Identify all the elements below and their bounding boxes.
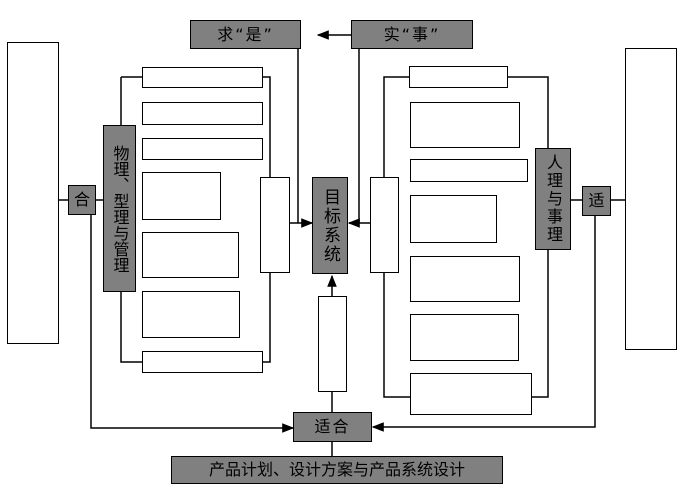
node-human: 人理与事理 bbox=[535, 148, 571, 250]
left-box-7 bbox=[142, 351, 263, 373]
node-shi-shi: 实“事” bbox=[351, 20, 473, 49]
left-box-4 bbox=[142, 172, 221, 220]
node-physics: 物理、型理与管理 bbox=[103, 125, 136, 292]
arrow-he-to-shihe bbox=[90, 215, 295, 433]
right-box-2 bbox=[410, 102, 520, 148]
right-box-1 bbox=[409, 66, 508, 88]
node-shihe: 适合 bbox=[293, 412, 372, 442]
bottom-vertical-box bbox=[318, 296, 347, 392]
node-qiu-shi: 求“是” bbox=[190, 20, 301, 49]
node-human-label: 人理与事理 bbox=[544, 154, 563, 244]
right-inner-tall-box bbox=[370, 177, 399, 273]
left-inner-tall-box bbox=[260, 177, 290, 273]
arrow-shishi-to-target bbox=[347, 48, 360, 228]
right-box-4 bbox=[410, 195, 497, 243]
left-box-1 bbox=[142, 67, 263, 88]
node-shi: 适 bbox=[582, 186, 611, 216]
node-bottom-title: 产品计划、设计方案与产品系统设计 bbox=[171, 456, 503, 484]
node-target: 目标系统 bbox=[312, 177, 348, 274]
line-right-top-bracket bbox=[508, 76, 549, 148]
right-box-6 bbox=[410, 314, 519, 361]
node-physics-label: 物理、型理与管理 bbox=[110, 144, 130, 273]
left-box-6 bbox=[142, 291, 240, 338]
left-box-3 bbox=[142, 138, 263, 160]
right-box-5 bbox=[410, 256, 520, 302]
left-outer-box bbox=[7, 42, 59, 344]
left-box-5 bbox=[142, 232, 239, 278]
node-target-label: 目标系统 bbox=[320, 187, 340, 264]
node-he: 合 bbox=[68, 185, 96, 215]
arrow-shi-to-shihe bbox=[371, 215, 596, 432]
left-box-2 bbox=[142, 102, 263, 125]
right-box-3 bbox=[410, 159, 528, 182]
right-outer-box bbox=[625, 48, 677, 350]
line-right-bottom-bracket bbox=[532, 250, 549, 398]
right-box-7 bbox=[410, 373, 532, 415]
